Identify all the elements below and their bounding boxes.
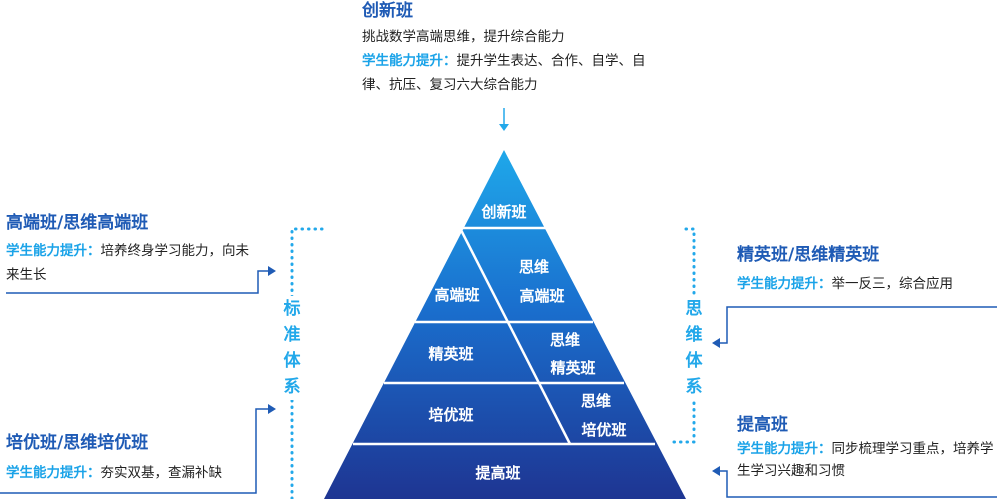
elite-class-block: 精英班/思维精英班 学生能力提升：举一反三，综合应用 [737, 244, 995, 296]
left-dotted-bracket [290, 227, 324, 499]
improvement-class-block: 提高班 学生能力提升：同步梳理学习重点，培养学生学习兴趣和习惯 [737, 414, 995, 482]
thinking-system-char: 系 [685, 377, 703, 397]
right-top-connector-line [720, 306, 997, 344]
ability-label: 学生能力提升： [6, 243, 101, 259]
ability-text: 培养终身学习能力，向未来生长 [6, 243, 249, 283]
high-end-class-ability: 学生能力提升：培养终身学习能力，向未来生长 [6, 239, 256, 287]
ability-label: 学生能力提升： [737, 276, 832, 292]
ability-label: 学生能力提升： [362, 53, 457, 69]
innovation-class-title: 创新班 [362, 1, 413, 21]
ability-text: 提升学生表达、合作、自学、自律、抗压、复习六大综合能力 [362, 53, 646, 93]
tier-high-end-right-line2: 高端班 [519, 287, 564, 305]
ability-label: 学生能力提升： [737, 441, 832, 457]
high-end-class-title: 高端班/思维高端班 [6, 213, 149, 233]
tier-excellence-left-label: 培优班 [428, 406, 473, 424]
top-connector-arrow [499, 124, 509, 131]
standard-system-char: 系 [283, 377, 301, 397]
standard-system-label: 标 准 体 系 [280, 296, 304, 400]
right-top-connector-arrow [712, 338, 720, 348]
tier-excellence-right-line2: 培优班 [581, 421, 626, 439]
tier-high-end-left-label: 高端班 [434, 286, 479, 304]
tier-elite-left-label: 精英班 [428, 345, 473, 363]
tier-high-end-right-line1: 思维 [519, 258, 549, 276]
thinking-system-char: 思 [685, 299, 703, 319]
improvement-class-title: 提高班 [737, 415, 788, 435]
standard-system-char: 标 [283, 299, 301, 319]
ability-text: 同步梳理学习重点，培养学生学习兴趣和习惯 [737, 441, 994, 479]
elite-class-ability: 学生能力提升：举一反三，综合应用 [737, 272, 995, 296]
left-top-connector-line [6, 270, 268, 294]
standard-system-char: 体 [283, 351, 301, 371]
right-bottom-connector-arrow [712, 466, 720, 476]
tier-elite-right-line2: 精英班 [550, 359, 595, 377]
left-top-connector-arrow [268, 266, 276, 276]
elite-class-title: 精英班/思维精英班 [737, 245, 880, 265]
left-bottom-connector-arrow [268, 404, 276, 414]
innovation-class-ability: 学生能力提升：提升学生表达、合作、自学、自律、抗压、复习六大综合能力 [362, 49, 672, 97]
innovation-class-line1: 挑战数学高端思维，提升综合能力 [362, 29, 565, 45]
excellence-class-block: 培优班/思维培优班 学生能力提升：夯实双基，查漏补缺 [6, 432, 256, 485]
improvement-class-ability: 学生能力提升：同步梳理学习重点，培养学生学习兴趣和习惯 [737, 438, 995, 482]
high-end-class-block: 高端班/思维高端班 学生能力提升：培养终身学习能力，向未来生长 [6, 212, 256, 287]
ability-text: 夯实双基，查漏补缺 [100, 465, 223, 481]
thinking-system-char: 体 [685, 351, 703, 371]
excellence-class-ability: 学生能力提升：夯实双基，查漏补缺 [6, 461, 256, 485]
ability-text: 举一反三，综合应用 [831, 276, 954, 292]
ability-label: 学生能力提升： [6, 465, 101, 481]
tier-excellence-right-line1: 思维 [581, 392, 611, 410]
thinking-system-label: 思 维 体 系 [682, 296, 706, 400]
tier-innovation-label: 创新班 [480, 203, 526, 221]
tier-elite-right-line1: 思维 [550, 331, 580, 349]
standard-system-char: 准 [283, 325, 301, 345]
pyramid-shape [324, 150, 686, 499]
right-bottom-connector-line [720, 470, 997, 498]
innovation-class-block: 创新班 挑战数学高端思维，提升综合能力 学生能力提升：提升学生表达、合作、自学、… [362, 0, 672, 97]
tier-split-divider [458, 227, 572, 445]
thinking-system-char: 维 [685, 325, 703, 345]
left-bottom-connector-line [0, 408, 268, 494]
excellence-class-title: 培优班/思维培优班 [6, 433, 149, 453]
tier-improvement-label: 提高班 [475, 464, 520, 482]
